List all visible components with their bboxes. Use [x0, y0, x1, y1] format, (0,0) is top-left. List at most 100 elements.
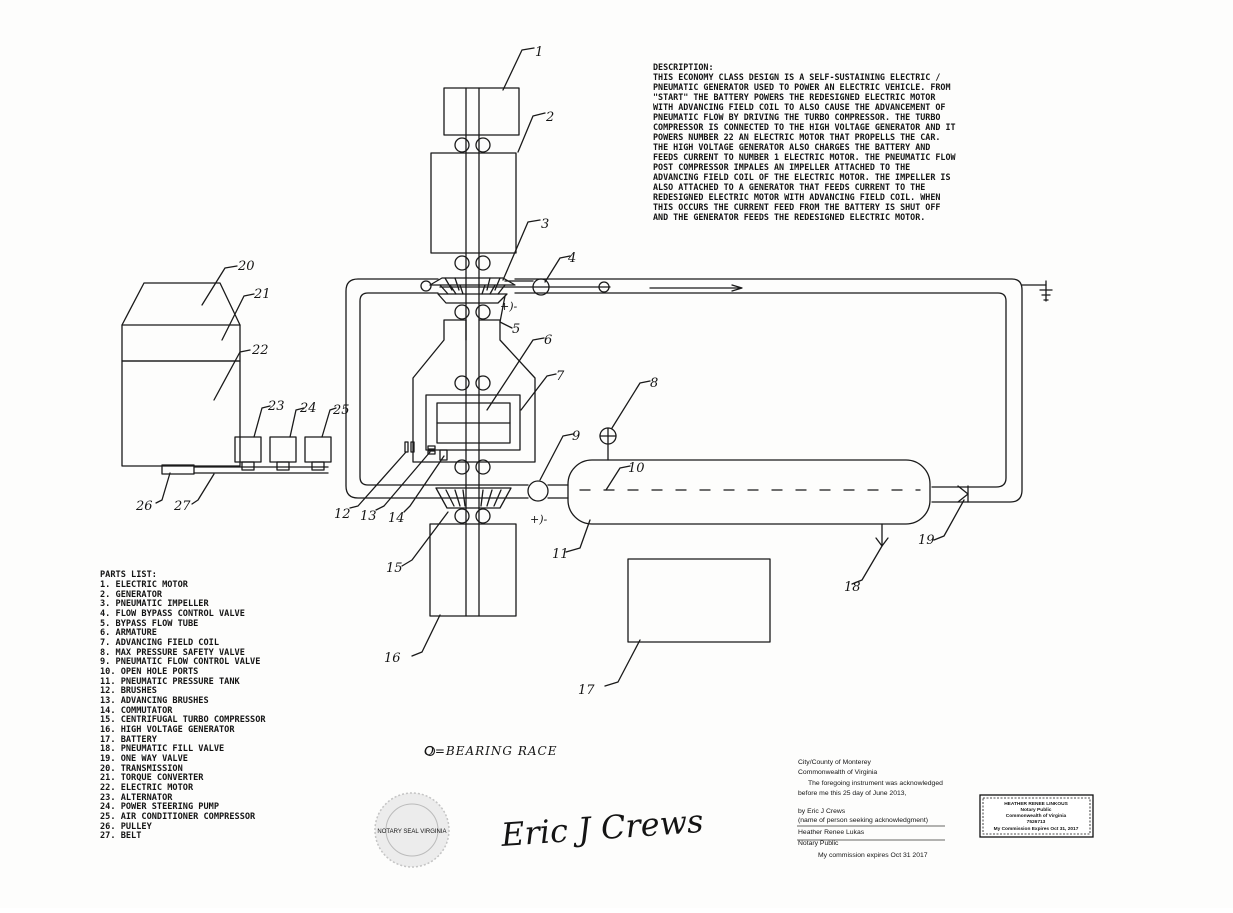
impeller-housing — [437, 293, 508, 304]
flow-direction-arrowhead — [731, 284, 743, 292]
callout-26: 26 — [135, 499, 153, 514]
power-steering-pulley — [276, 461, 290, 471]
leader-11 — [565, 519, 591, 553]
commutator-14 — [439, 449, 448, 461]
parts-list-item: 8. MAX PRESSURE SAFETY VALVE — [100, 648, 245, 658]
high-voltage-generator-16 — [429, 523, 517, 617]
parts-list-item: 17. BATTERY — [100, 735, 158, 745]
parts-list-item: 21. TORQUE CONVERTER — [100, 773, 204, 783]
pneumatic-flow-control-valve-9 — [527, 480, 549, 502]
pneumatic-flow-loop-inner — [359, 292, 529, 486]
bearing-race — [475, 508, 491, 524]
description-line: WITH ADVANCING FIELD COIL TO ALSO CAUSE … — [653, 102, 945, 112]
description-line: THIS OCCURS THE CURRENT FEED FROM THE BA… — [653, 202, 940, 212]
parts-list-item: 22. ELECTRIC MOTOR — [100, 783, 194, 793]
callout-23: 23 — [267, 399, 285, 414]
compressor-vanes — [445, 489, 502, 507]
callout-9: 9 — [572, 429, 580, 444]
advancing-field-coil-housing-7 — [412, 319, 536, 463]
battery-17 — [627, 558, 771, 643]
notary-seal: NOTARY SEAL VIRGINIA — [374, 792, 450, 868]
parts-list-item: 3. PNEUMATIC IMPELLER — [100, 599, 209, 609]
parts-list-item: 20. TRANSMISSION — [100, 764, 183, 774]
parts-list-item: 9. PNEUMATIC FLOW CONTROL VALVE — [100, 657, 260, 667]
notary-seal-text: NOTARY SEAL VIRGINIA — [377, 829, 446, 835]
parts-list-item: 15. CENTRIFUGAL TURBO COMPRESSOR — [100, 715, 266, 725]
notary-stamp-name: HEATHER RENEE LINKOUS — [1004, 801, 1068, 807]
advancing-brushes-13 — [427, 445, 436, 450]
bearing-race — [475, 304, 491, 320]
leader-7 — [520, 373, 557, 411]
leader-10 — [605, 465, 631, 491]
bearing-race — [454, 459, 470, 475]
leader-15 — [401, 511, 449, 567]
leader-4 — [544, 255, 571, 283]
pulley-26 — [161, 464, 195, 475]
bearing-race — [475, 137, 491, 153]
parts-list-item: 27. BELT — [100, 831, 141, 841]
brushes-12 — [404, 441, 409, 453]
notary-line: City/County of Monterey — [798, 759, 872, 766]
electric-motor-22 — [121, 360, 241, 467]
leader-25 — [321, 407, 337, 438]
power-steering-pump-24 — [269, 436, 297, 463]
description-line: POST COMPRESSOR IMPALES AN IMPELLER ATTA… — [653, 162, 910, 172]
electric-motor-1 — [443, 87, 520, 136]
parts-list-item: 1. ELECTRIC MOTOR — [100, 580, 189, 590]
parts-list-item: 6. ARMATURE — [100, 628, 157, 638]
callout-1: 1 — [535, 45, 543, 60]
callout-25: 25 — [332, 403, 350, 418]
leader-21 — [221, 293, 255, 341]
bearing-race — [475, 375, 491, 391]
pneumatic-flow-loop — [514, 278, 1023, 503]
parts-list-item: 12. BRUSHES — [100, 686, 157, 696]
bearing-race-note: O=BEARING RACE — [424, 744, 557, 758]
callout-3: 3 — [541, 217, 549, 232]
leader-17 — [604, 639, 641, 687]
leader-9 — [539, 433, 574, 481]
leader-13 — [375, 451, 431, 511]
inventor-signature: Eric J Crews — [499, 802, 705, 854]
notary-stamp: HEATHER RENEE LINKOUS Notary Public Comm… — [979, 794, 1094, 838]
callout-22: 22 — [251, 343, 269, 358]
parts-list-item: 7. ADVANCING FIELD COIL — [100, 638, 219, 648]
leader-1 — [502, 47, 535, 91]
bypass-end — [420, 280, 432, 292]
parts-list-item: 18. PNEUMATIC FILL VALVE — [100, 744, 224, 754]
callout-13: 13 — [360, 509, 377, 524]
parts-list-item: 23. ALTERNATOR — [100, 793, 173, 803]
generator-2 — [430, 152, 517, 254]
polarity-mark: +)- — [500, 300, 518, 313]
brushes-12 — [410, 441, 415, 453]
leader-27 — [191, 473, 215, 505]
alternator-pulley — [241, 461, 255, 471]
leader-5 — [499, 295, 513, 329]
callout-24: 24 — [299, 401, 317, 416]
pneumatic-pressure-tank-11 — [567, 459, 931, 525]
description-line: PNEUMATIC GENERATOR USED TO POWER AN ELE… — [653, 82, 951, 92]
leader-22 — [213, 349, 251, 401]
parts-list-item: 24. POWER STEERING PUMP — [100, 802, 219, 812]
notary-line: My commission expires Oct 31 2017 — [818, 852, 928, 859]
notary-line: Commonwealth of Virginia — [798, 769, 877, 776]
leader-19 — [933, 499, 965, 541]
notary-stamp-expires: My Commission Expires Oct 31, 2017 — [994, 826, 1079, 832]
torque-converter-21 — [121, 324, 241, 362]
callout-16: 16 — [384, 651, 401, 666]
air-conditioner-compressor-25 — [304, 436, 332, 463]
description-heading: DESCRIPTION: — [653, 62, 714, 72]
callout-6: 6 — [544, 333, 552, 348]
leader-20 — [201, 265, 238, 306]
leader-26 — [155, 472, 171, 504]
notary-line: Notary Public — [798, 840, 839, 847]
bearing-race — [475, 255, 491, 271]
advancing-field-coil-7 — [425, 394, 521, 451]
transmission-20 — [121, 282, 241, 326]
description-line: "START" THE BATTERY POWERS THE REDESIGNE… — [653, 92, 936, 102]
bearing-race — [454, 304, 470, 320]
notary-line: before me this 25 day of June 2013, — [798, 790, 907, 797]
bearing-race — [454, 137, 470, 153]
bearing-race — [454, 508, 470, 524]
parts-list-item: 2. GENERATOR — [100, 590, 163, 600]
